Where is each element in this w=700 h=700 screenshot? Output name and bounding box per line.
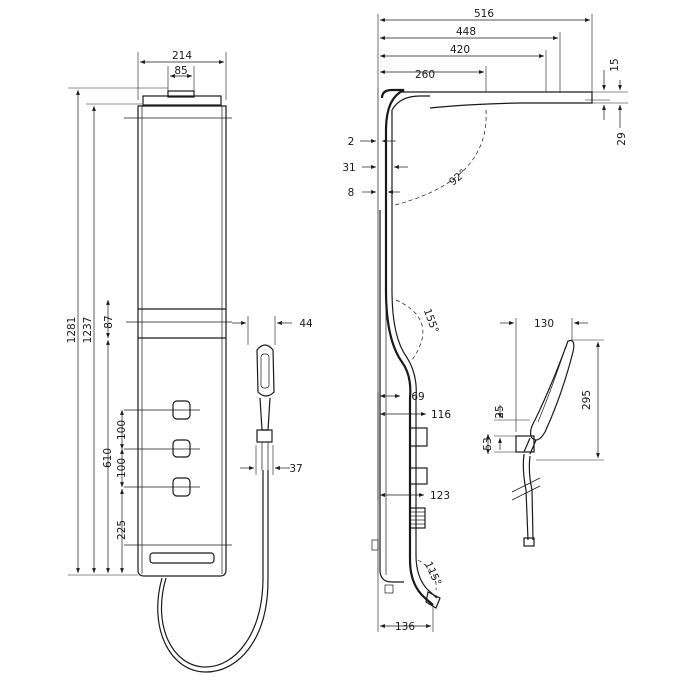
label-side-knob-depth-3: 123 bbox=[430, 490, 450, 502]
side-knob-upper bbox=[409, 427, 428, 447]
label-side-head-thickness: 15 bbox=[609, 58, 621, 71]
label-side-wall-gap: 2 bbox=[348, 136, 355, 148]
label-front-width-top: 85 bbox=[174, 65, 187, 77]
label-front-spacing-lower: 100 bbox=[116, 458, 128, 478]
hand-shower-front-grip bbox=[259, 397, 271, 431]
label-detail-width: 130 bbox=[534, 318, 554, 330]
label-detail-height: 295 bbox=[581, 390, 593, 410]
label-side-head-drop: 29 bbox=[616, 132, 628, 145]
label-side-panel-offset-top: 31 bbox=[342, 162, 355, 174]
side-angle-mid-arc bbox=[395, 299, 424, 361]
front-panel-body bbox=[137, 105, 227, 577]
label-side-depth-head: 420 bbox=[450, 44, 470, 56]
label-front-controls-span: 610 bbox=[102, 448, 114, 468]
label-detail-holder-offset: 25 bbox=[494, 405, 506, 418]
label-side-base-depth: 136 bbox=[395, 621, 415, 633]
front-view bbox=[124, 90, 269, 673]
hand-shower-front-holder bbox=[256, 429, 273, 443]
side-bottom-spout bbox=[425, 591, 441, 609]
side-view bbox=[371, 88, 610, 609]
label-front-gap: 87 bbox=[103, 315, 115, 328]
label-hand-grip-width: 37 bbox=[289, 463, 302, 475]
label-side-panel-offset-mid: 8 bbox=[348, 187, 355, 199]
side-dimensions: 516 448 420 260 15 29 2 31 8 92° 155° 69… bbox=[342, 8, 628, 633]
front-shower-head-cap bbox=[167, 90, 195, 98]
label-side-depth-arm: 448 bbox=[456, 26, 476, 38]
side-panel-profile-inner bbox=[391, 95, 438, 599]
label-side-knob-depth-2: 116 bbox=[431, 409, 451, 421]
detail-hose bbox=[522, 453, 529, 541]
label-side-depth-total: 516 bbox=[474, 8, 494, 20]
label-front-height-total: 1281 bbox=[66, 317, 78, 344]
front-dimensions: 214 85 1281 1237 87 610 100 100 225 bbox=[66, 50, 227, 576]
front-bottom-spout bbox=[149, 552, 215, 564]
side-angle-top-arc bbox=[394, 109, 487, 206]
front-hose bbox=[157, 470, 269, 673]
side-knob-middle bbox=[409, 467, 428, 485]
front-shower-head bbox=[142, 95, 222, 106]
hand-shower-front-head bbox=[256, 344, 275, 397]
hand-shower-front: 44 37 bbox=[232, 316, 313, 475]
label-hand-head-width: 44 bbox=[299, 318, 313, 330]
hand-shower-detail: 130 295 25 53 bbox=[482, 318, 604, 547]
detail-holder bbox=[515, 435, 535, 453]
label-side-knob-depth-1: 69 bbox=[411, 391, 424, 403]
detail-shower-head bbox=[529, 339, 575, 441]
label-front-width-total: 214 bbox=[172, 50, 192, 62]
label-front-bottom-offset: 225 bbox=[116, 520, 128, 540]
side-back-plate bbox=[379, 210, 404, 583]
side-shower-head bbox=[400, 91, 593, 109]
label-detail-holder-height: 53 bbox=[482, 437, 494, 450]
front-knob-middle bbox=[172, 439, 191, 458]
label-side-depth-center: 260 bbox=[415, 69, 435, 81]
label-front-spacing-upper: 100 bbox=[116, 420, 128, 440]
label-side-angle-bottom: 115° bbox=[422, 560, 444, 588]
label-front-height-panel: 1237 bbox=[82, 317, 94, 344]
label-side-angle-top: 92° bbox=[447, 167, 469, 188]
side-panel-profile-outer bbox=[380, 88, 434, 606]
side-knob-lower bbox=[409, 507, 426, 529]
label-side-angle-mid: 155° bbox=[421, 307, 441, 335]
